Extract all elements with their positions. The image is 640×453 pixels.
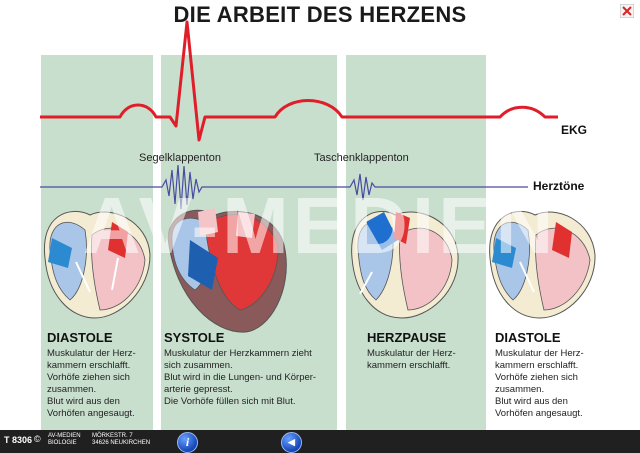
heart-herzpause xyxy=(351,211,459,319)
herztoene-label: Herztöne xyxy=(533,179,585,193)
heart-graphics xyxy=(40,20,596,333)
phase-diastole-1: DIASTOLE Muskulatur der Herz- kammern er… xyxy=(47,330,159,420)
segelklappenton-label: Segelklappenton xyxy=(139,152,221,164)
publisher-line-2: BIOLOGIE xyxy=(48,440,77,446)
publisher-line-1: AV-MEDIEN xyxy=(48,433,81,439)
phase-title: SYSTOLE xyxy=(164,330,225,345)
phase-description: Muskulatur der Herz- kammern erschlafft.… xyxy=(47,348,136,419)
heart-diastole-2 xyxy=(489,211,596,319)
back-button[interactable]: ◀ xyxy=(281,432,302,453)
copyright-symbol: © xyxy=(34,434,41,444)
phase-title: HERZPAUSE xyxy=(367,330,447,345)
heart-diastole-1 xyxy=(44,211,151,319)
phase-description: Muskulatur der Herzkammern zieht sich zu… xyxy=(164,348,317,407)
close-icon[interactable] xyxy=(620,4,634,18)
footer-bar: T 8306 © AV-MEDIEN BIOLOGIE MÖRKESTR. 7 … xyxy=(0,430,640,453)
phase-description: Muskulatur der Herz- kammern erschlafft. xyxy=(367,348,456,371)
phase-diastole-2: DIASTOLE Muskulatur der Herz- kammern er… xyxy=(495,330,635,420)
address-info: MÖRKESTR. 7 34626 NEUKIRCHEN xyxy=(92,433,150,447)
info-button[interactable]: i xyxy=(177,432,198,453)
ekg-label: EKG xyxy=(561,123,588,137)
heart-systole xyxy=(167,208,287,333)
heart-sound-line xyxy=(40,164,528,210)
publisher-info: AV-MEDIEN BIOLOGIE xyxy=(48,433,81,447)
address-line-2: 34626 NEUKIRCHEN xyxy=(92,440,151,446)
info-icon: i xyxy=(185,435,190,449)
phase-title: DIASTOLE xyxy=(47,330,113,345)
back-arrow-icon: ◀ xyxy=(288,437,295,447)
phase-herzpause: HERZPAUSE Muskulatur der Herz- kammern e… xyxy=(367,330,485,372)
address-line-1: MÖRKESTR. 7 xyxy=(92,433,133,439)
product-code: T 8306 xyxy=(4,435,33,445)
phase-description: Muskulatur der Herz- kammern erschlafft.… xyxy=(495,348,584,419)
ekg-line xyxy=(40,20,558,142)
taschenklappenton-label: Taschenklappenton xyxy=(314,152,409,164)
phase-title: DIASTOLE xyxy=(495,330,561,345)
phase-systole: SYSTOLE Muskulatur der Herzkammern zieht… xyxy=(164,330,340,408)
page-title: DIE ARBEIT DES HERZENS xyxy=(173,2,467,27)
